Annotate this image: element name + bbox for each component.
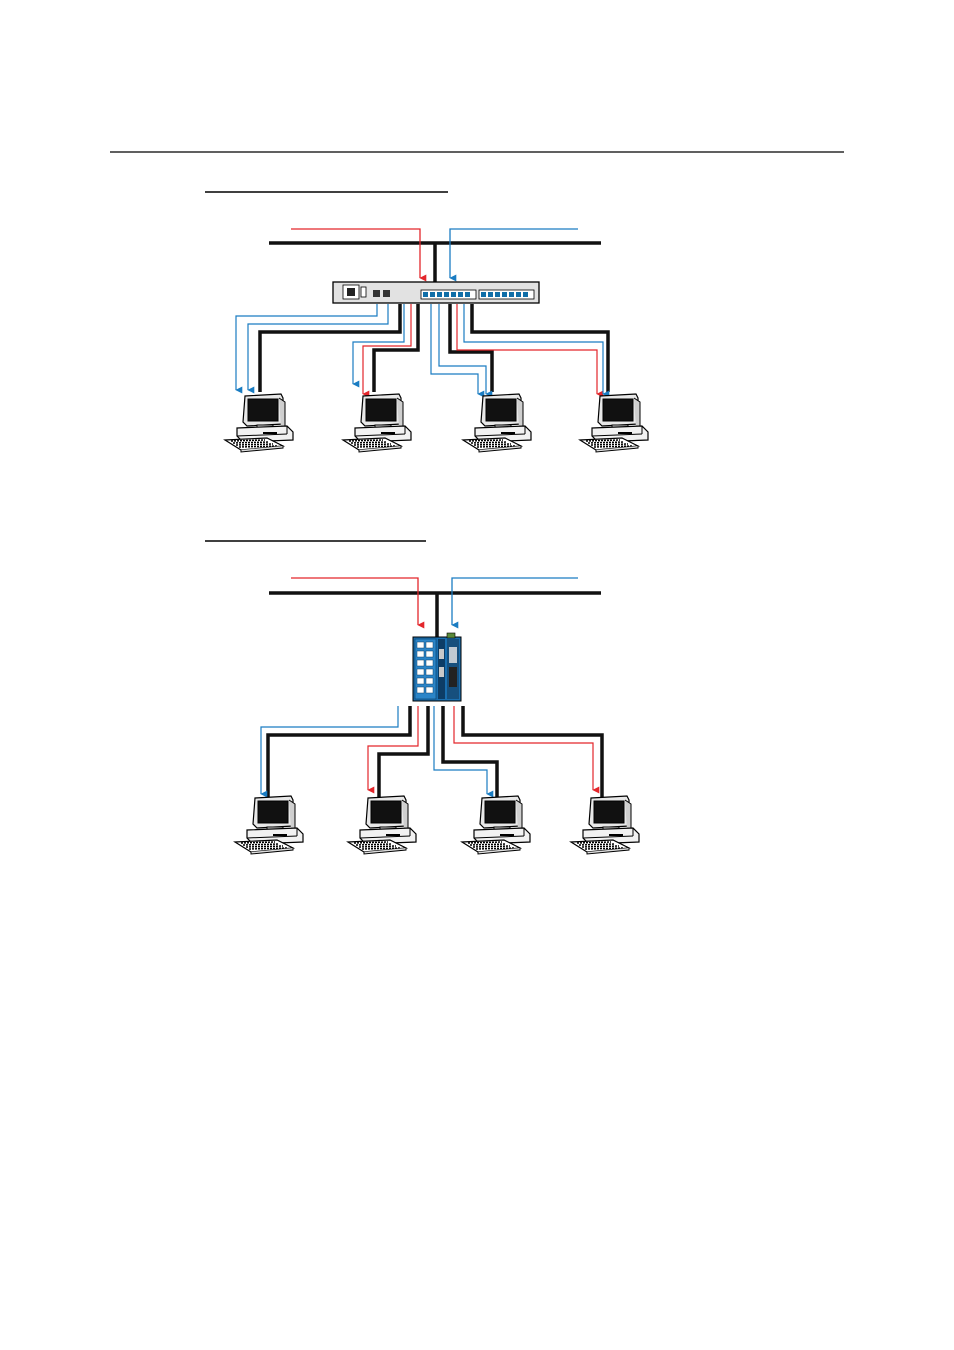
multicast-blue-inbound xyxy=(450,229,578,278)
computer-icon xyxy=(343,394,411,452)
multicast-red-inbound xyxy=(291,229,420,278)
red-to-pc4 xyxy=(454,706,593,790)
port-cables xyxy=(268,706,602,800)
din-rail-switch-icon xyxy=(413,633,461,701)
figure-2 xyxy=(205,541,639,854)
computer-icon xyxy=(225,394,293,452)
multicast-blue-inbound xyxy=(452,578,578,625)
rackmount-switch-icon xyxy=(333,282,539,303)
blue-to-pc4 xyxy=(464,304,603,394)
computer-icon xyxy=(462,796,530,854)
computer-icon xyxy=(463,394,531,452)
figure-1 xyxy=(205,192,648,452)
blue-to-pc1-b xyxy=(248,304,388,390)
port-cables xyxy=(260,304,608,392)
computer-icon xyxy=(348,796,416,854)
blue-to-pc3-b xyxy=(439,304,486,394)
computer-icon xyxy=(571,796,639,854)
multicast-red-inbound xyxy=(291,578,418,625)
computer-icon xyxy=(580,394,648,452)
blue-to-pc1-a xyxy=(236,304,377,390)
computer-icon xyxy=(235,796,303,854)
